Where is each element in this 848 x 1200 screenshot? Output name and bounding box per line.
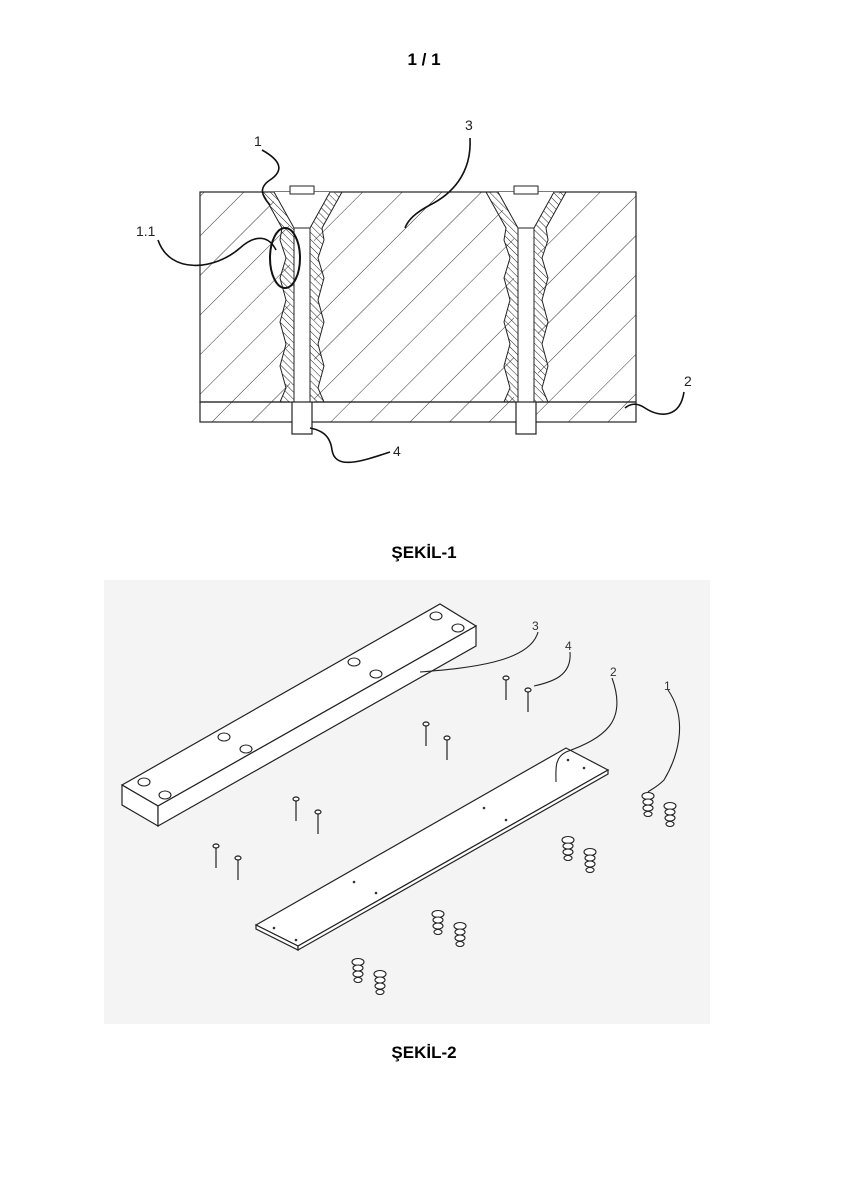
fig1-label-2: 2 xyxy=(684,373,692,389)
fig2-label-1: 1 xyxy=(664,679,671,693)
figure-1-caption: ŞEKİL-1 xyxy=(391,543,457,562)
fig1-label-3: 3 xyxy=(465,117,473,133)
ejector-pin-left xyxy=(293,227,311,403)
fig2-label-3: 3 xyxy=(532,619,539,633)
ejector-pin-right xyxy=(517,227,535,403)
fig2-label-2: 2 xyxy=(610,665,617,679)
page-number: 1 / 1 xyxy=(407,50,441,69)
threaded-inserts xyxy=(351,791,677,996)
flat-plate xyxy=(254,747,610,952)
ejector-pin-right-stem xyxy=(515,401,537,435)
fig1-label-4: 4 xyxy=(393,443,401,459)
plate-holes xyxy=(272,758,586,942)
bottom-plate xyxy=(199,401,637,423)
figure-2-caption: ŞEKİL-2 xyxy=(391,1043,457,1062)
bar-holes xyxy=(137,611,465,800)
fig2-label-4: 4 xyxy=(565,639,572,653)
pins xyxy=(212,675,532,880)
long-bar xyxy=(120,603,478,828)
ejector-pin-left-stem xyxy=(291,401,313,435)
fig1-label-1: 1 xyxy=(254,133,262,149)
mold-block xyxy=(199,191,637,403)
fig1-label-1-1: 1.1 xyxy=(136,223,156,239)
detail-circle xyxy=(269,227,301,289)
